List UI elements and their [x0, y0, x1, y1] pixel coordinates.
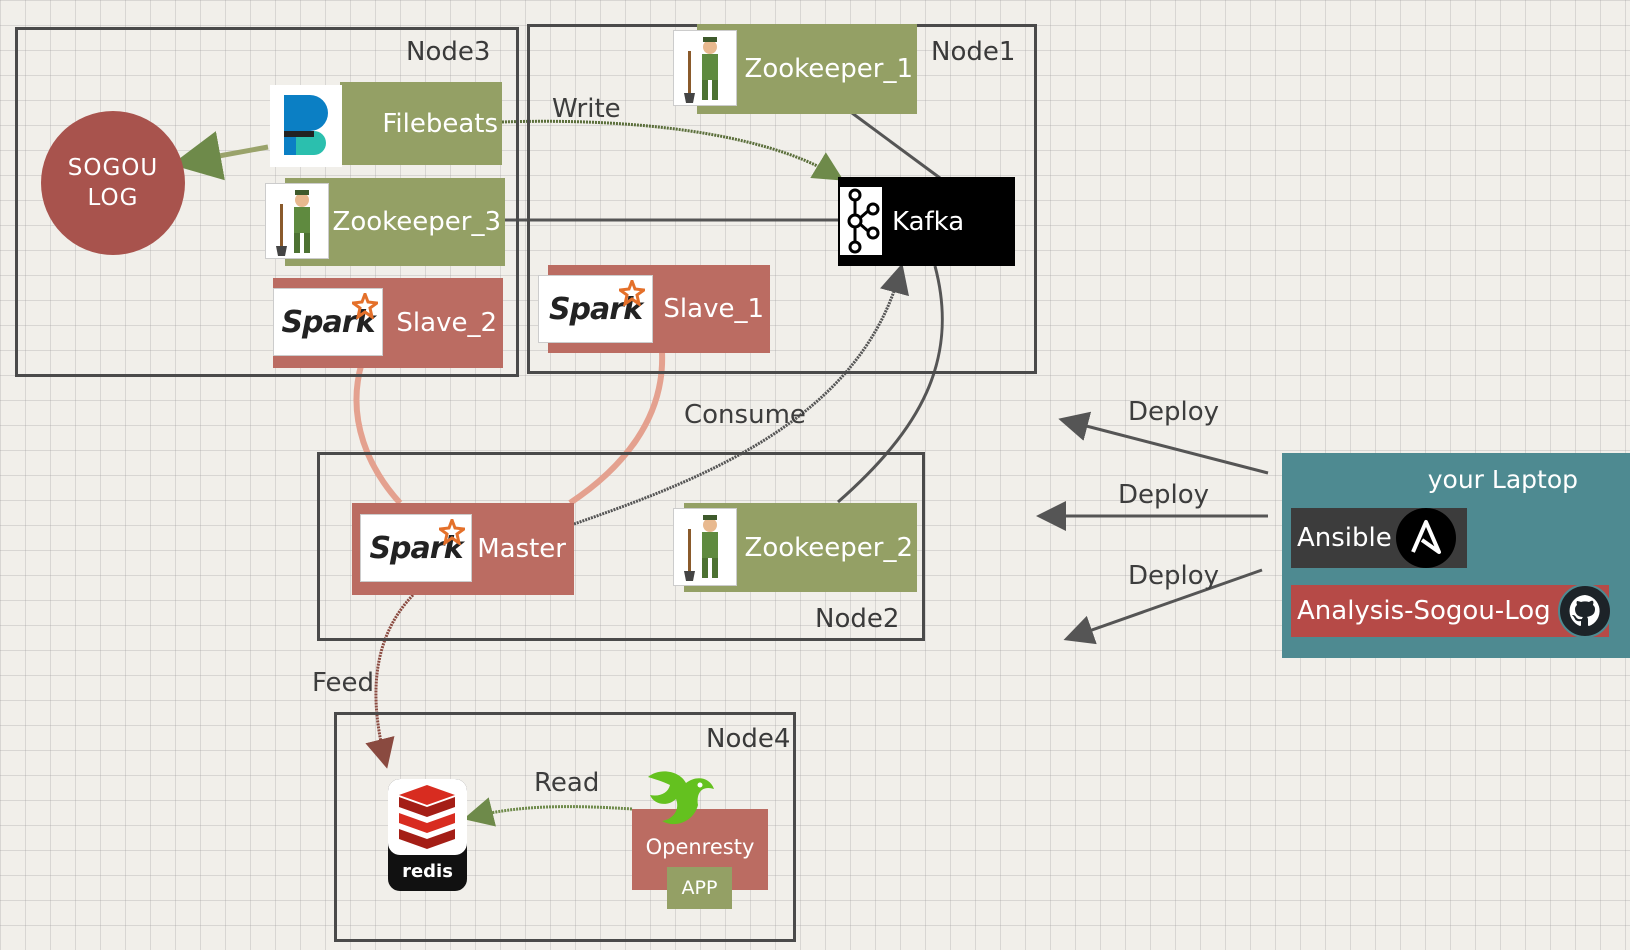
openresty-icon: [640, 763, 720, 831]
node3-frame: [15, 27, 519, 377]
sogou-log-circle: SOGOU LOG: [41, 111, 185, 255]
openresty-box: Openresty: [632, 809, 768, 890]
slave-2-label: Slave_2: [396, 308, 497, 338]
zookeeper-2-label: Zookeeper_2: [744, 532, 913, 563]
node2-frame: [317, 452, 925, 641]
arrow-write: [501, 119, 844, 181]
master-label: Master: [477, 534, 566, 564]
zookeeper-icon: [265, 183, 329, 259]
zookeeper-3-label: Zookeeper_3: [332, 207, 501, 237]
zookeeper-icon: [673, 508, 737, 586]
line-kafka-zk2: [837, 265, 944, 504]
app-box: APP: [667, 867, 732, 909]
slave-1-label: Slave_1: [663, 294, 764, 324]
filebeat-icon: [270, 85, 342, 167]
filebeats-label: Filebeats: [382, 108, 498, 139]
openresty-label: Openresty: [645, 835, 755, 859]
laptop-title: your Laptop: [1427, 465, 1578, 494]
arrow-consume: [573, 263, 909, 526]
node1-label: Node1: [931, 37, 1016, 67]
arrow-feed: [365, 593, 415, 769]
consume-label: Consume: [684, 400, 806, 430]
read-label: Read: [534, 768, 600, 798]
write-label: Write: [552, 94, 621, 124]
link-slave2-master: [353, 361, 403, 506]
redis-label: redis: [402, 861, 453, 882]
redis-icon: redis: [385, 773, 470, 895]
spark-icon: Spark: [273, 288, 383, 356]
node3-label: Node3: [406, 37, 491, 67]
arrow-read: [463, 797, 633, 827]
app-label: APP: [681, 877, 718, 899]
laptop-panel: your Laptop Ansible Analysis-Sogou-Log: [1282, 453, 1630, 658]
ansible-icon: [1396, 508, 1456, 568]
arrow-filebeats-to-sogou: [171, 131, 269, 181]
zookeeper-icon: [673, 30, 737, 106]
repo-box: Analysis-Sogou-Log: [1291, 585, 1609, 637]
ansible-label: Ansible: [1297, 523, 1392, 553]
node4-frame: [334, 712, 796, 942]
deploy-label-2: Deploy: [1118, 480, 1210, 510]
feed-label: Feed: [312, 668, 375, 698]
spark-icon: Spark: [538, 275, 653, 343]
node2-label: Node2: [815, 604, 900, 634]
spark-icon: Spark: [360, 514, 472, 582]
deploy-label-3: Deploy: [1128, 561, 1220, 591]
zookeeper-1-label: Zookeeper_1: [744, 54, 913, 84]
deploy-label-1: Deploy: [1128, 397, 1220, 427]
filebeats-box: Filebeats: [340, 82, 502, 165]
kafka-label: Kafka: [892, 206, 965, 237]
link-slave1-master: [568, 351, 666, 506]
repo-label: Analysis-Sogou-Log: [1297, 596, 1551, 626]
kafka-icon: [840, 187, 882, 255]
arrow-deploy-3: [1063, 568, 1263, 645]
sogou-log-label: SOGOU LOG: [67, 155, 159, 211]
node4-label: Node4: [706, 724, 791, 754]
arrow-deploy-1: [1058, 411, 1269, 475]
github-icon: [1558, 584, 1612, 638]
line-zk1-kafka: [851, 111, 941, 180]
